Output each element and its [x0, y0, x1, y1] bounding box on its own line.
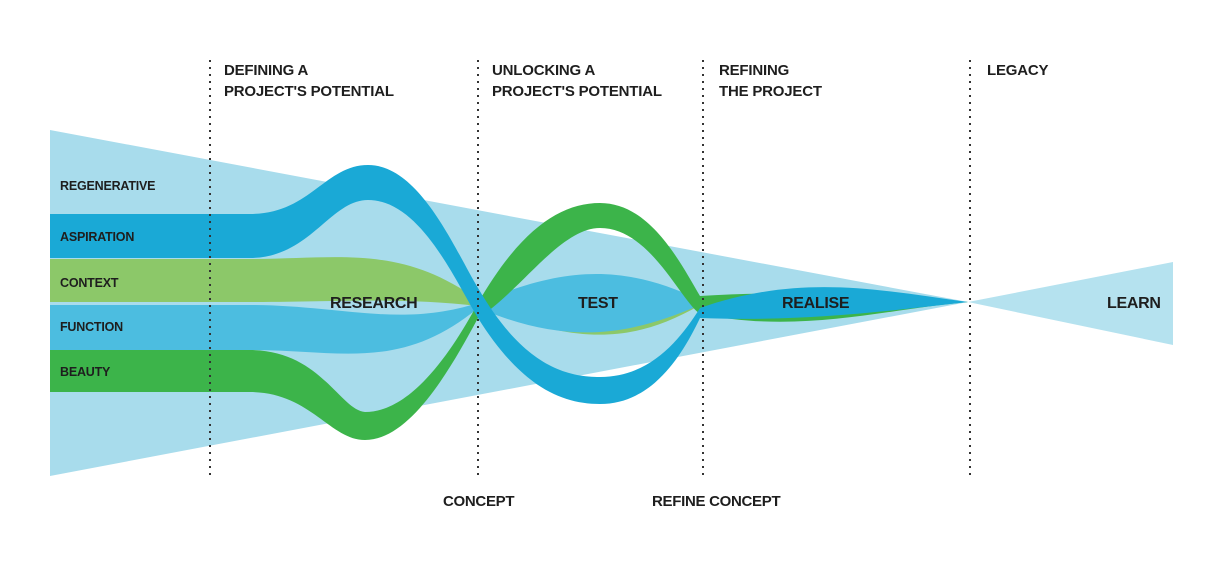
context-band — [50, 257, 968, 335]
band-label-function: FUNCTION — [60, 320, 123, 334]
band-label-context: CONTEXT — [60, 276, 119, 290]
learn-funnel-shape — [968, 262, 1173, 345]
aspiration-band — [50, 165, 968, 404]
phase-2-line2: PROJECT'S POTENTIAL — [492, 83, 662, 100]
band-label-aspiration: ASPIRATION — [60, 230, 134, 244]
phase-4-line1: LEGACY — [987, 62, 1049, 79]
phase-1-line1: DEFINING A — [224, 62, 308, 79]
stage-label-learn: LEARN — [1107, 295, 1161, 312]
milestone-refine-concept: REFINE CONCEPT — [652, 493, 780, 510]
band-label-regenerative: REGENERATIVE — [60, 179, 155, 193]
band-label-beauty: BEAUTY — [60, 365, 111, 379]
phase-3-line1: REFINING — [719, 62, 789, 79]
phase-1-line2: PROJECT'S POTENTIAL — [224, 83, 394, 100]
function-band — [50, 274, 968, 354]
phase-3-line2: THE PROJECT — [719, 83, 822, 100]
beauty-band — [50, 203, 968, 440]
milestone-concept: CONCEPT — [443, 493, 514, 510]
stage-label-research: RESEARCH — [330, 295, 417, 312]
stage-label-test: TEST — [578, 295, 618, 312]
phase-2-line1: UNLOCKING A — [492, 62, 595, 79]
stage-label-realise: REALISE — [782, 295, 850, 312]
